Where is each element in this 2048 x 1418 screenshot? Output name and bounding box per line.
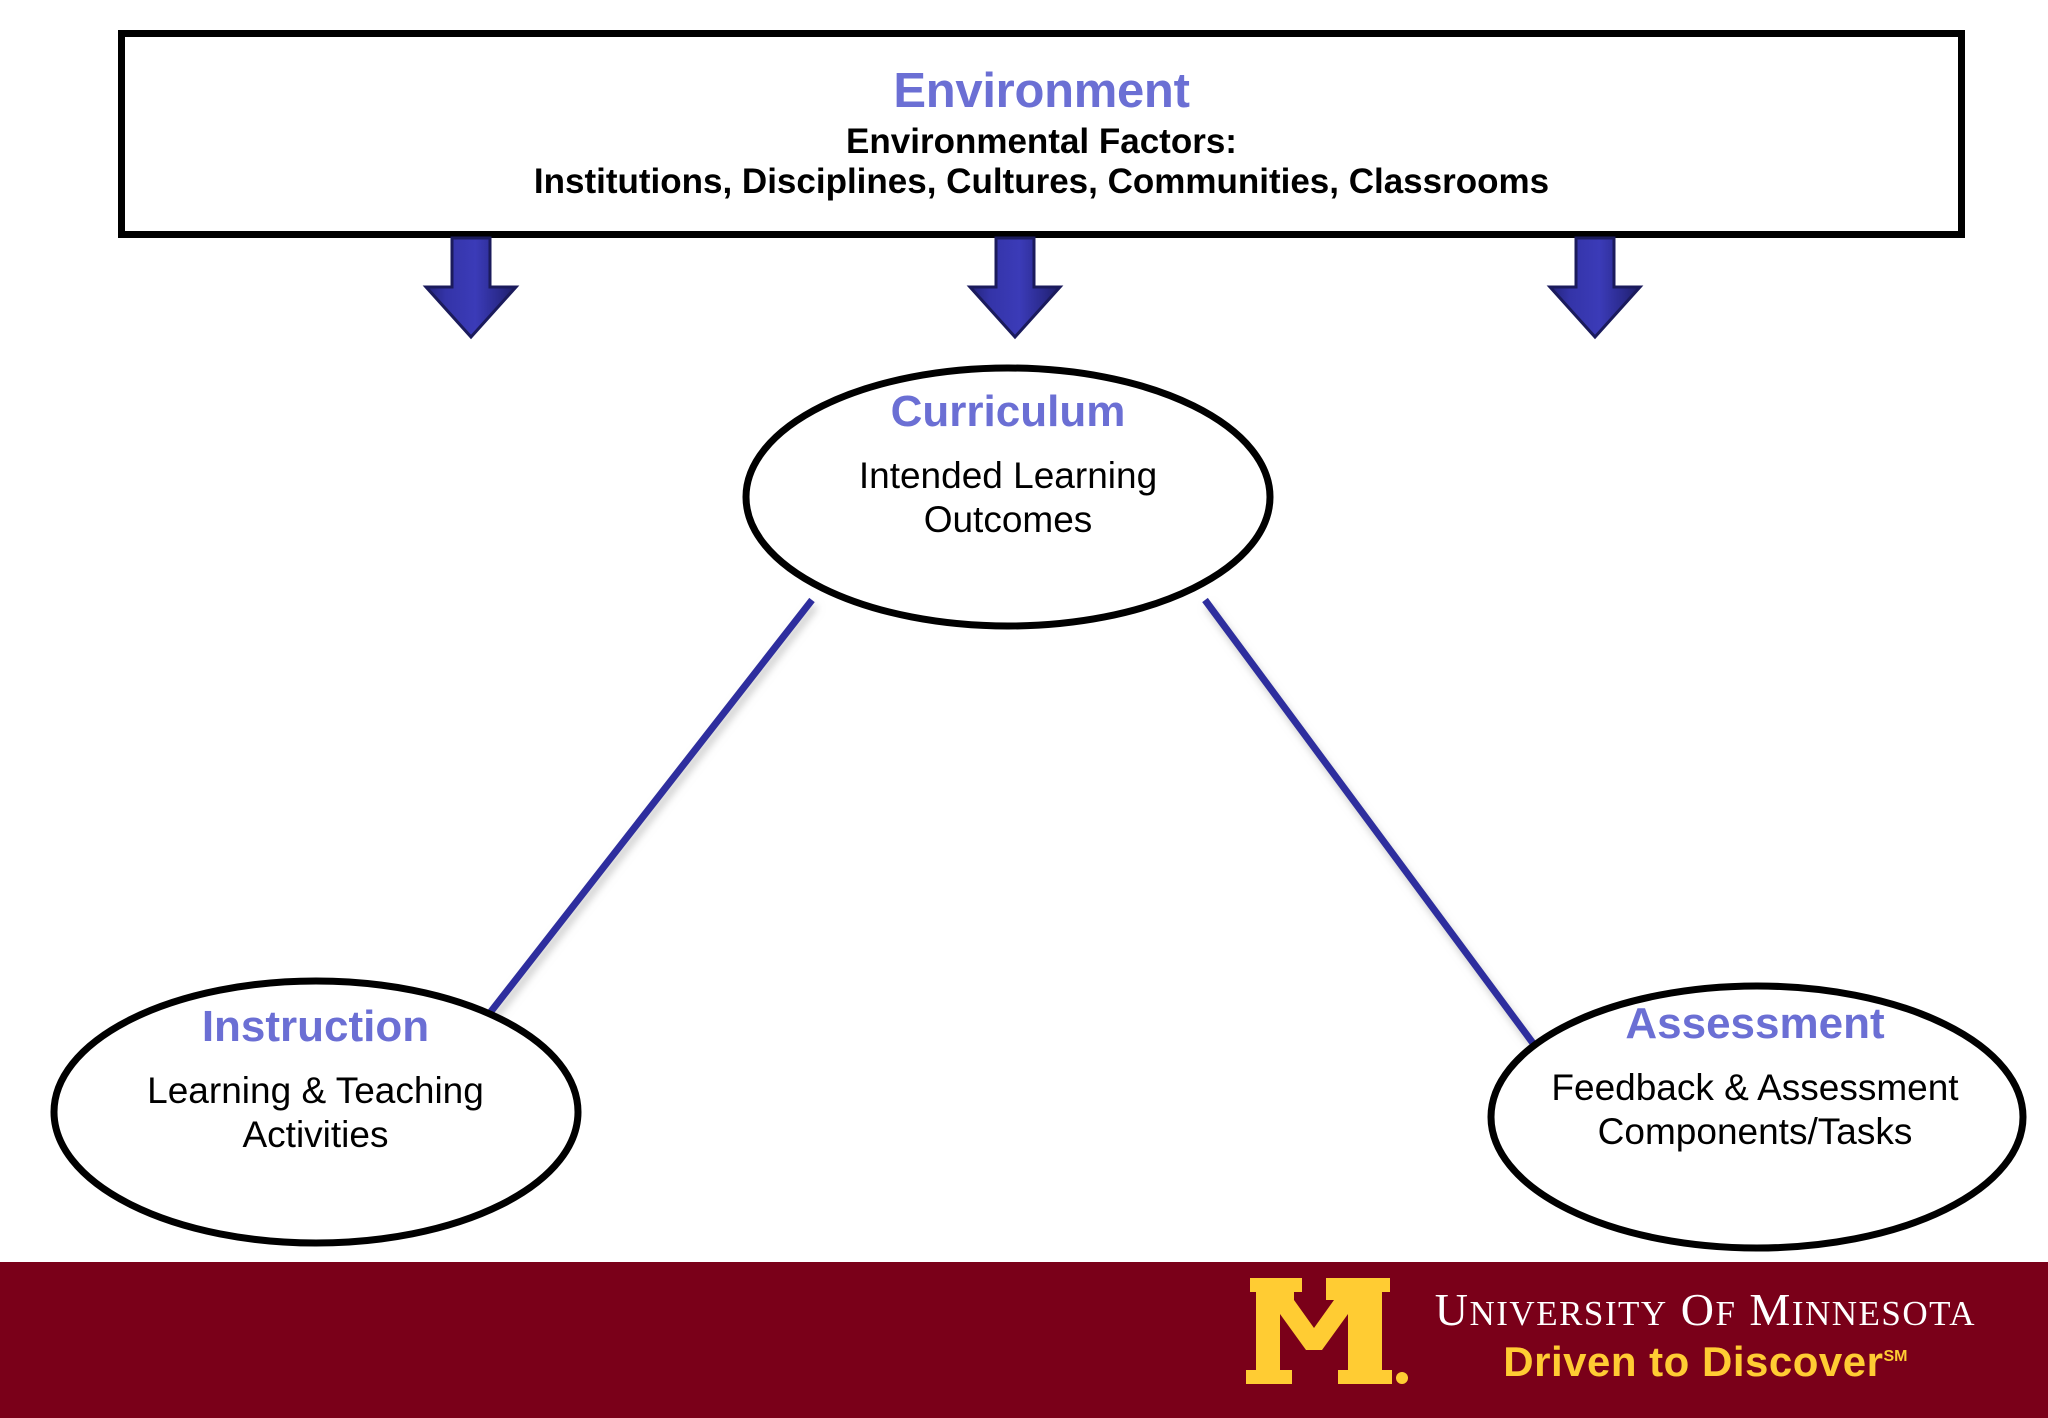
umn-service-mark: SM: [1883, 1347, 1908, 1365]
environment-factors-list: Institutions, Disciplines, Cultures, Com…: [533, 162, 1550, 202]
assessment-node-label: Assessment Feedback & Assessment Compone…: [1490, 999, 2020, 1154]
instruction-body-line-1: Learning & Teaching: [147, 1070, 484, 1112]
assessment-ellipse[interactable]: [1487, 982, 2027, 1252]
umn-niversity: NIVERSITY: [1469, 1294, 1668, 1334]
down-arrow-icon-center: [966, 236, 1064, 340]
connector-curriculum-assessment: [1202, 597, 1541, 1053]
umn-m: M: [1749, 1284, 1792, 1336]
instruction-ellipse[interactable]: [50, 977, 582, 1247]
umn-footer-bar: UNIVERSITY OF MINNESOTA Driven to Discov…: [0, 1262, 2048, 1418]
connector-curriculum-instruction: [479, 597, 815, 1026]
umn-innesota: INNESOTA: [1791, 1294, 1976, 1334]
instruction-title: Instruction: [201, 1002, 430, 1051]
assessment-title: Assessment: [1625, 999, 1885, 1048]
curriculum-node-label: Curriculum Intended Learning Outcomes: [748, 387, 1268, 542]
umn-o: O: [1680, 1284, 1716, 1336]
instruction-body-line-2: Activities: [242, 1114, 389, 1156]
umn-wordmarks: UNIVERSITY OF MINNESOTA Driven to Discov…: [1435, 1286, 1976, 1384]
umn-tagline-text: Driven to Discover: [1503, 1337, 1884, 1385]
umn-block-m-icon: [1245, 1278, 1408, 1384]
environment-title: Environment: [893, 63, 1190, 118]
assessment-body-line-2: Components/Tasks: [1597, 1111, 1913, 1153]
umn-f: F: [1715, 1294, 1737, 1334]
instruction-node-label: Instruction Learning & Teaching Activiti…: [58, 1002, 573, 1157]
curriculum-body-line-1: Intended Learning: [858, 455, 1158, 497]
connector-lines: [479, 597, 1560, 1152]
environment-subtitle: Environmental Factors:: [846, 121, 1237, 161]
curriculum-body-line-2: Outcomes: [923, 499, 1093, 541]
umn-u: U: [1434, 1284, 1470, 1336]
environment-box: Environment Environmental Factors: Insti…: [118, 30, 1965, 238]
environment-arrows: [422, 236, 1644, 340]
node-ellipses: [50, 364, 2027, 1252]
curriculum-ellipse[interactable]: [742, 364, 1274, 630]
umn-logo-lockup: UNIVERSITY OF MINNESOTA Driven to Discov…: [1244, 1276, 1976, 1394]
instruction-body: Learning & Teaching Activities: [58, 1069, 573, 1156]
down-arrow-icon-left: [422, 236, 520, 340]
down-arrow-icon-right: [1546, 236, 1644, 340]
curriculum-title: Curriculum: [890, 387, 1126, 436]
curriculum-body: Intended Learning Outcomes: [748, 454, 1268, 541]
umn-tagline: Driven to DiscoverSM: [1503, 1337, 1908, 1385]
assessment-body-line-1: Feedback & Assessment: [1551, 1067, 1959, 1109]
umn-university-wordmark: UNIVERSITY OF MINNESOTA: [1435, 1286, 1976, 1334]
assessment-body: Feedback & Assessment Components/Tasks: [1490, 1066, 2020, 1153]
